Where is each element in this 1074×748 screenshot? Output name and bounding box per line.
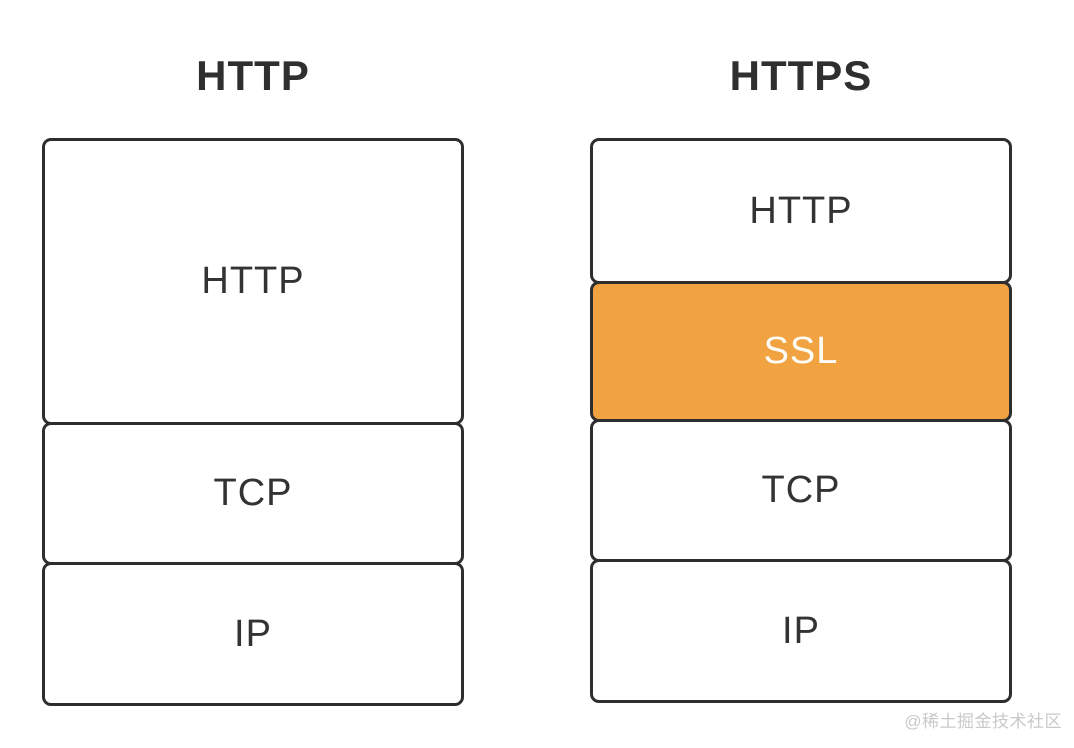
left-stack-title: HTTP	[196, 52, 310, 99]
layer-http: HTTP	[42, 138, 464, 425]
layer-ip: IP	[590, 559, 1012, 703]
right-stack-title: HTTPS	[729, 52, 873, 99]
layer-ip: IP	[42, 562, 464, 706]
juejin-community-watermark: @稀土掘金技术社区	[904, 712, 1062, 731]
layer-http: HTTP	[590, 138, 1012, 284]
layer-tcp: TCP	[42, 422, 464, 565]
https-protocol-stack: HTTP SSL TCP IP	[590, 138, 1012, 703]
layer-ssl-highlighted: SSL	[590, 281, 1012, 422]
http-protocol-stack: HTTP TCP IP	[42, 138, 464, 706]
layer-tcp: TCP	[590, 419, 1012, 562]
